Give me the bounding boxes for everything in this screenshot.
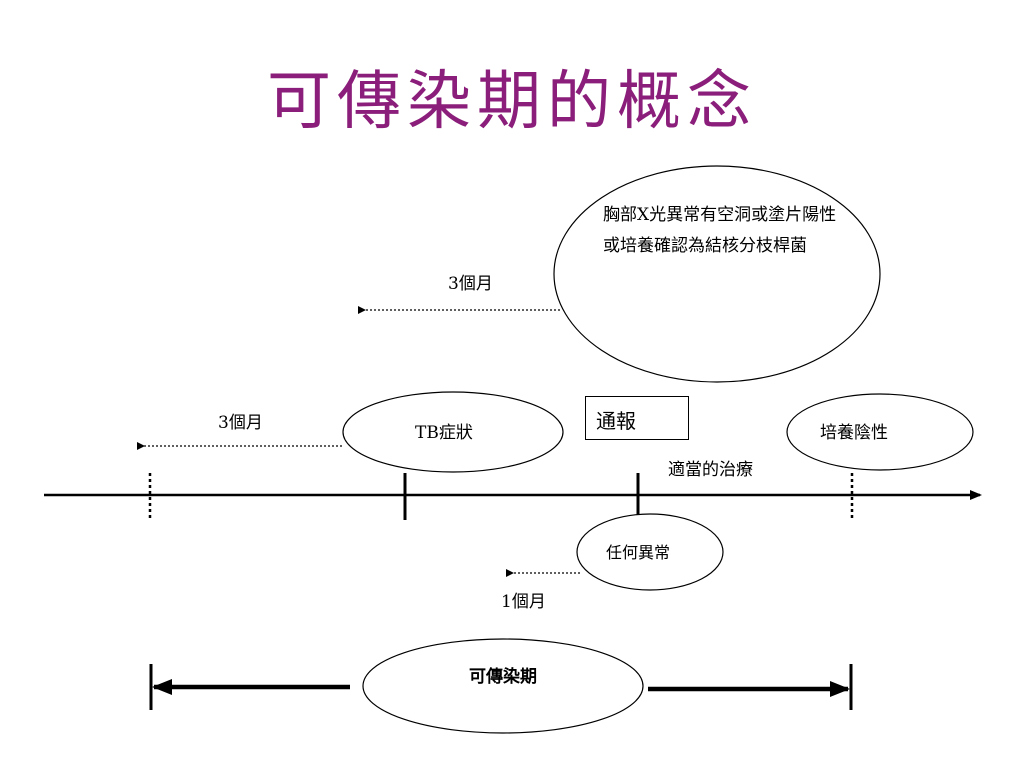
treatment-label: 適當的治療 <box>668 460 753 480</box>
any-abnormal-ellipse <box>576 513 724 591</box>
tb-symptom-ellipse <box>342 391 564 473</box>
report-box <box>585 396 689 440</box>
xray-duration-label: 3個月 <box>448 274 493 294</box>
report-label: 通報 <box>596 409 636 433</box>
infectious-period-ellipse <box>362 638 644 734</box>
culture-negative-ellipse <box>786 393 974 471</box>
xray-ellipse <box>553 165 881 383</box>
xray-note: 胸部X光異常有空洞或塗片陽性或培養確認為結核分枝桿菌 <box>603 205 837 256</box>
slide-title: 可傳染期的概念 <box>267 65 757 139</box>
infectious-period-label: 可傳染期 <box>469 667 537 687</box>
symptom-duration-label: 3個月 <box>218 413 263 433</box>
any-abnormal-label: 任何異常 <box>606 543 671 562</box>
abnormal-duration-label: 1個月 <box>501 592 546 612</box>
culture-negative-label: 培養陰性 <box>820 423 888 443</box>
tb-symptom-label: TB症狀 <box>415 423 473 443</box>
